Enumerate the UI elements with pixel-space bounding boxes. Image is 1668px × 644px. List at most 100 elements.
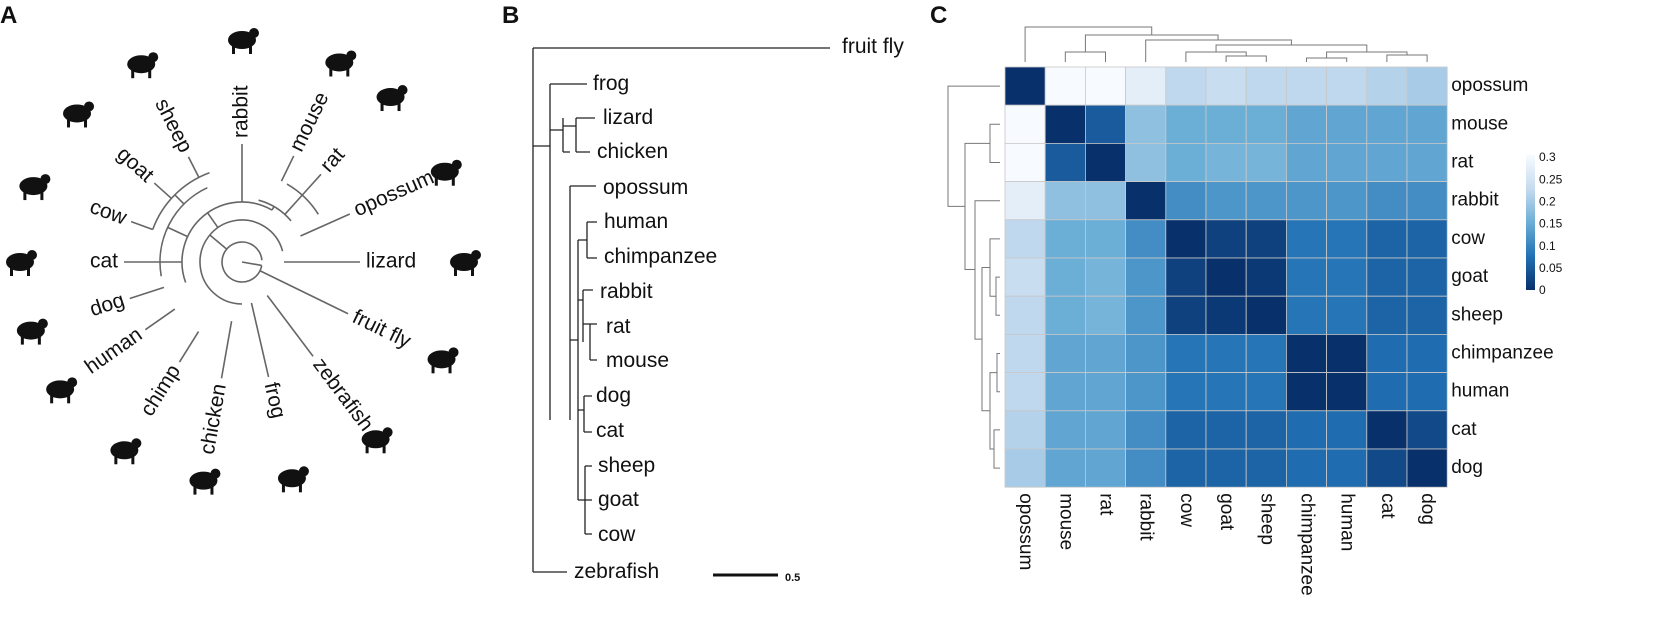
heatmap-cell <box>1326 219 1368 259</box>
panel-label-c: C <box>930 2 948 29</box>
heatmap-cell <box>1165 295 1207 335</box>
rectangular-tree: fruit fly frog lizard chicken opossum hu… <box>532 35 904 584</box>
heatmap-cell <box>1044 372 1086 412</box>
legend-tick-label: 0.3 <box>1539 150 1556 164</box>
legend-tick-label: 0.1 <box>1539 239 1556 253</box>
heatmap-cell <box>1165 333 1207 373</box>
heatmap-cell <box>1165 410 1207 450</box>
heatmap-cell <box>1044 448 1086 488</box>
leaf-branch <box>280 155 295 182</box>
lizard-icon <box>450 250 481 276</box>
column-label-rabbit: rabbit <box>1136 493 1157 541</box>
column-label-dog: dog <box>1417 493 1438 525</box>
dendrogram-branch <box>1145 39 1292 62</box>
heatmap-cell <box>1205 295 1247 335</box>
heatmap-cell <box>1044 219 1086 259</box>
dog-icon <box>16 318 48 345</box>
dendrogram-branch <box>1225 55 1267 62</box>
heatmap-cell <box>1245 257 1287 297</box>
rectangular-tree-branches <box>532 47 830 577</box>
heatmap-cell <box>1044 181 1086 221</box>
leaf-label-mouse: mouse <box>285 88 333 155</box>
heatmap-cell <box>1085 410 1127 450</box>
heatmap-cell <box>1044 257 1086 297</box>
dendrogram-branch <box>996 353 1000 393</box>
tree-label-sheep: sheep <box>598 454 655 477</box>
leaf-label-cow: cow <box>87 195 131 230</box>
tree-label-dog: dog <box>596 384 631 407</box>
heatmap-cell <box>1004 333 1046 373</box>
tree-label-mouse: mouse <box>606 349 669 372</box>
heatmap-cell <box>1286 295 1328 335</box>
row-label-opossum: opossum <box>1451 75 1528 96</box>
heatmap-cell <box>1366 142 1408 182</box>
heatmap-cell <box>1205 448 1247 488</box>
heatmap-cell <box>1286 219 1328 259</box>
heatmap-cell <box>1326 181 1368 221</box>
heatmap-cell <box>1125 448 1167 488</box>
heatmap-cell <box>1085 181 1127 221</box>
legend-tick-label: 0.15 <box>1539 217 1563 231</box>
heatmap-cell <box>1125 295 1167 335</box>
heatmap-cell <box>1125 333 1167 373</box>
heatmap-cell <box>1406 448 1448 488</box>
heatmap-cell <box>1205 410 1247 450</box>
dendrogram-branch <box>947 85 1000 207</box>
heatmap-cell <box>1205 142 1247 182</box>
row-label-chimpanzee: chimpanzee <box>1451 343 1553 364</box>
heatmap-cell <box>1165 372 1207 412</box>
legend-tick-label: 0.05 <box>1539 261 1563 275</box>
leaf-label-sheep: sheep <box>150 95 196 156</box>
row-label-cat: cat <box>1451 419 1477 440</box>
column-label-mouse: mouse <box>1055 493 1076 550</box>
heatmap-cell <box>1366 181 1408 221</box>
rat-icon <box>376 85 408 112</box>
circular-tree-labels: fruit flyzebrafishfrogchickenchimphumand… <box>81 85 438 456</box>
heatmap-cell <box>1004 104 1046 144</box>
leaf-branch <box>259 270 349 315</box>
leaf-label-zebrafish: zebrafish <box>308 354 378 436</box>
tree-label-rabbit: rabbit <box>600 280 653 303</box>
row-dendrogram <box>947 85 1000 469</box>
tree-label-zebrafish: zebrafish <box>574 560 659 583</box>
chicken-icon <box>189 468 221 495</box>
legend-tick-label: 0 <box>1539 283 1546 297</box>
heatmap-cell <box>1286 104 1328 144</box>
heatmap-cell <box>1286 257 1328 297</box>
heatmap-cell <box>1245 142 1287 182</box>
heatmap-cell <box>1326 104 1368 144</box>
column-label-sheep: sheep <box>1256 493 1277 545</box>
human-icon <box>46 377 78 404</box>
heatmap-cell <box>1125 372 1167 412</box>
heatmap-cell <box>1205 333 1247 373</box>
heatmap-cell <box>1326 66 1368 106</box>
tree-label-cat: cat <box>596 419 624 442</box>
heatmap-cell <box>1085 333 1127 373</box>
dendrogram-branch <box>1024 26 1153 62</box>
tree-branch <box>209 234 228 250</box>
heatmap-cell <box>1165 219 1207 259</box>
heatmap-cell <box>1004 66 1046 106</box>
tree-label-fruit-fly: fruit fly <box>842 35 904 58</box>
heatmap-cell <box>1245 219 1287 259</box>
heatmap-cell <box>1245 410 1287 450</box>
opossum-icon <box>430 159 462 186</box>
heatmap-cell <box>1004 410 1046 450</box>
heatmap-cell <box>1286 333 1328 373</box>
heatmap-cell <box>1044 333 1086 373</box>
mouse-icon <box>325 50 357 77</box>
leaf-label-lizard: lizard <box>366 250 416 273</box>
heatmap-cell <box>1245 333 1287 373</box>
heatmap-cell <box>1165 142 1207 182</box>
scale-bar-label: 0.5 <box>785 572 800 584</box>
tree-label-rat: rat <box>606 315 631 338</box>
leaf-label-rabbit: rabbit <box>230 85 253 138</box>
heatmap-row-labels: opossummouseratrabbitcowgoatsheepchimpan… <box>1451 75 1553 478</box>
tree-label-opossum: opossum <box>603 176 688 199</box>
leaf-branch <box>300 213 351 237</box>
heatmap-cell <box>1044 142 1086 182</box>
heatmap-cell <box>1366 372 1408 412</box>
heatmap-cell <box>1125 410 1167 450</box>
heatmap-cell <box>1286 142 1328 182</box>
legend-tick-label: 0.2 <box>1539 195 1556 209</box>
